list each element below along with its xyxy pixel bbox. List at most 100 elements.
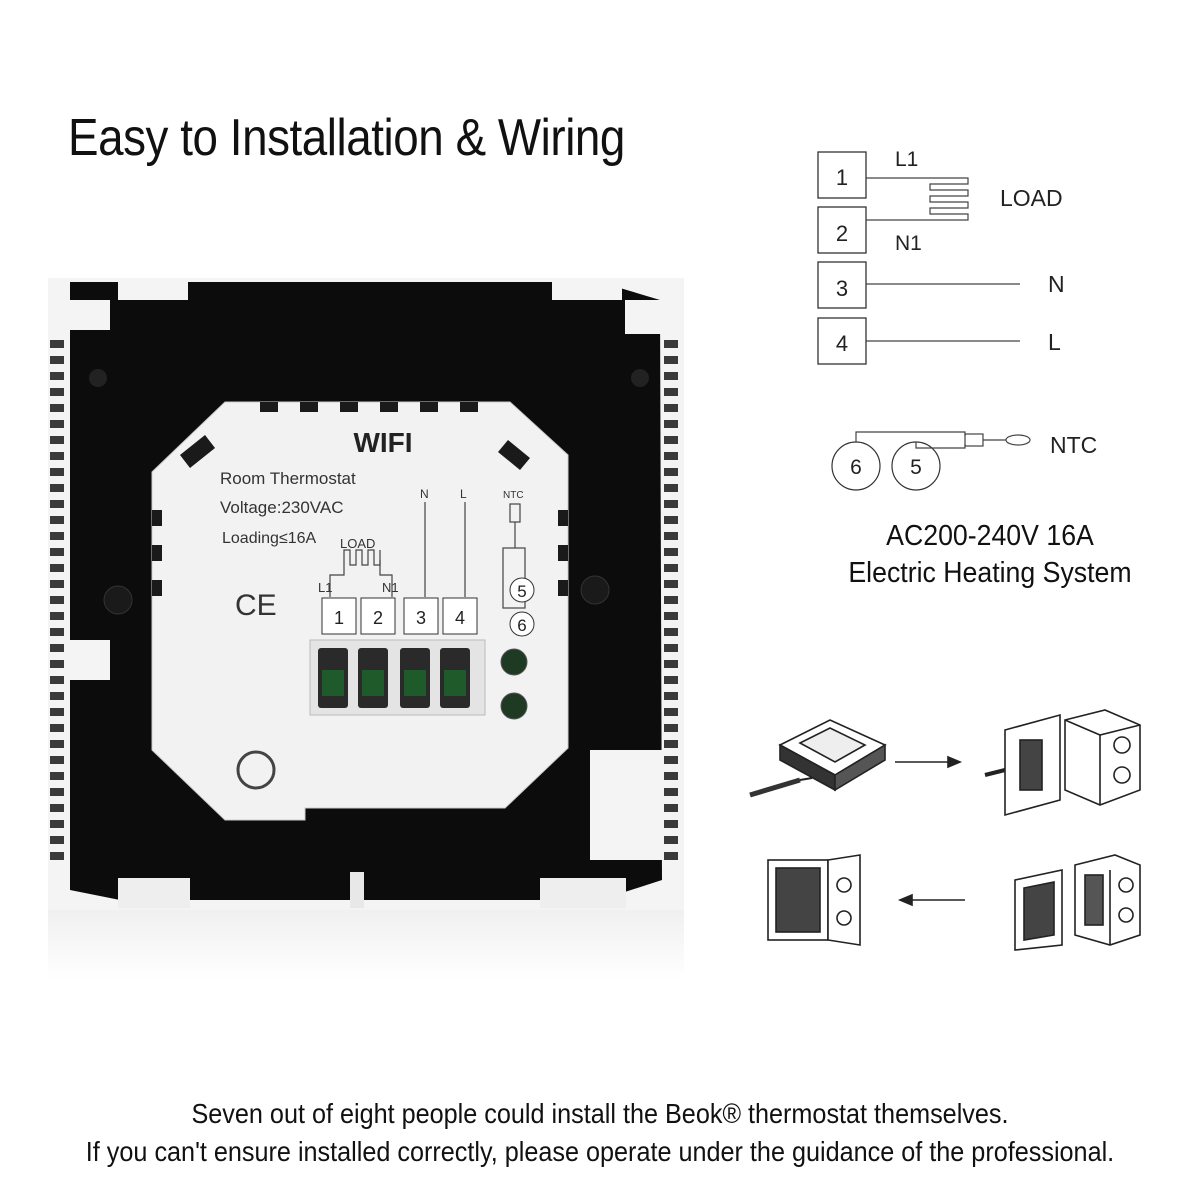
ce-mark: CE [235, 589, 277, 622]
arrow-right-icon [895, 755, 963, 769]
voltage-label: Voltage:230VAC [220, 498, 344, 517]
vent-slot [50, 372, 64, 380]
step-remove-panel [749, 719, 887, 798]
page-title: Easy to Installation & Wiring [68, 109, 625, 167]
spec-voltage: AC200-240V 16A [886, 520, 1094, 552]
module-load-label: LOAD [340, 536, 375, 551]
screw-terminal-block [309, 639, 528, 720]
vent-slot [50, 516, 64, 524]
module-ntc-terminals: 5 6 [509, 577, 535, 637]
vent-slot [664, 356, 678, 364]
module-l1-label: L1 [318, 580, 332, 595]
module-terminals: 1 2 3 4 [321, 597, 478, 635]
vent-slot [664, 628, 678, 636]
model-label: Room Thermostat [220, 469, 356, 488]
vent-slot [50, 772, 64, 780]
vent-slot [664, 772, 678, 780]
vent-slot [50, 468, 64, 476]
wiring-ntc-terminal-5: 5 [910, 456, 922, 479]
vent-slot [50, 756, 64, 764]
module-ntc-terminal-6: 6 [517, 616, 526, 635]
vent-slot [664, 420, 678, 428]
vent-slot [50, 532, 64, 540]
module-terminal-3: 3 [416, 608, 426, 628]
wiring-ntc-label: NTC [1050, 432, 1097, 458]
wiring-terminal-1: 1 [836, 165, 848, 190]
vent-slot [50, 676, 64, 684]
vent-slot [664, 484, 678, 492]
vent-slot [50, 580, 64, 588]
wiring-l1-label: L1 [895, 148, 918, 171]
vent-slot [50, 788, 64, 796]
vent-slot [50, 548, 64, 556]
vent-slot [664, 660, 678, 668]
vent-slot [50, 564, 64, 572]
vent-slot [50, 692, 64, 700]
wifi-label: WIFI [353, 427, 412, 458]
vent-slot [50, 612, 64, 620]
vent-slot [50, 420, 64, 428]
arrow-left-icon [897, 893, 965, 907]
vent-slot [50, 388, 64, 396]
vent-slot [664, 852, 678, 860]
vent-slot [50, 500, 64, 508]
module-terminal-2: 2 [373, 608, 383, 628]
vent-slot [50, 596, 64, 604]
wiring-ntc-terminal-6: 6 [850, 456, 862, 479]
vent-slot [664, 836, 678, 844]
wiring-l-label: L [1048, 329, 1061, 355]
step-attach-panel [1014, 854, 1141, 951]
vent-slot [50, 836, 64, 844]
vent-slot [664, 580, 678, 588]
vent-slot [664, 676, 678, 684]
vent-slot [664, 500, 678, 508]
vent-slot [664, 612, 678, 620]
module-terminal-4: 4 [455, 608, 465, 628]
vent-slot [50, 740, 64, 748]
module-l-label: L [460, 487, 467, 501]
vent-slot [50, 644, 64, 652]
vent-slot [664, 708, 678, 716]
vent-slot [50, 820, 64, 828]
vent-slot [664, 436, 678, 444]
vent-slot [50, 484, 64, 492]
vent-slot [664, 788, 678, 796]
vent-slot [50, 404, 64, 412]
vent-slot [664, 548, 678, 556]
vent-slot [664, 340, 678, 348]
vent-slot [50, 804, 64, 812]
wiring-terminal-2: 2 [836, 221, 848, 246]
vent-slot [50, 356, 64, 364]
wiring-terminal-4: 4 [836, 331, 848, 356]
module-ntc-label: NTC [503, 490, 524, 501]
wiring-terminal-3: 3 [836, 276, 848, 301]
reset-hole [236, 750, 276, 790]
caption-line-1: Seven out of eight people could install … [191, 1098, 1009, 1129]
module-ntc-terminal-5: 5 [517, 582, 526, 601]
vent-slot [664, 452, 678, 460]
vent-slot [664, 692, 678, 700]
module-terminal-1: 1 [334, 608, 344, 628]
vent-slot [664, 804, 678, 812]
vent-slot [664, 596, 678, 604]
caption-line-2: If you can't ensure installed correctly,… [85, 1136, 1115, 1167]
vent-slot [664, 372, 678, 380]
vent-slot [664, 516, 678, 524]
module-n1-label: N1 [382, 580, 399, 595]
wiring-load-label: LOAD [1000, 185, 1063, 211]
vent-slot [664, 724, 678, 732]
vent-slot [50, 628, 64, 636]
vent-slot [664, 388, 678, 396]
step-finished-install [767, 854, 861, 946]
vent-slot [50, 452, 64, 460]
vent-slot [50, 436, 64, 444]
vent-slot [664, 740, 678, 748]
vent-slot [664, 644, 678, 652]
module-n-label: N [420, 487, 429, 501]
vent-slot [664, 820, 678, 828]
spec-system: Electric Heating System [848, 557, 1132, 589]
step-mount-backplate [984, 709, 1141, 817]
